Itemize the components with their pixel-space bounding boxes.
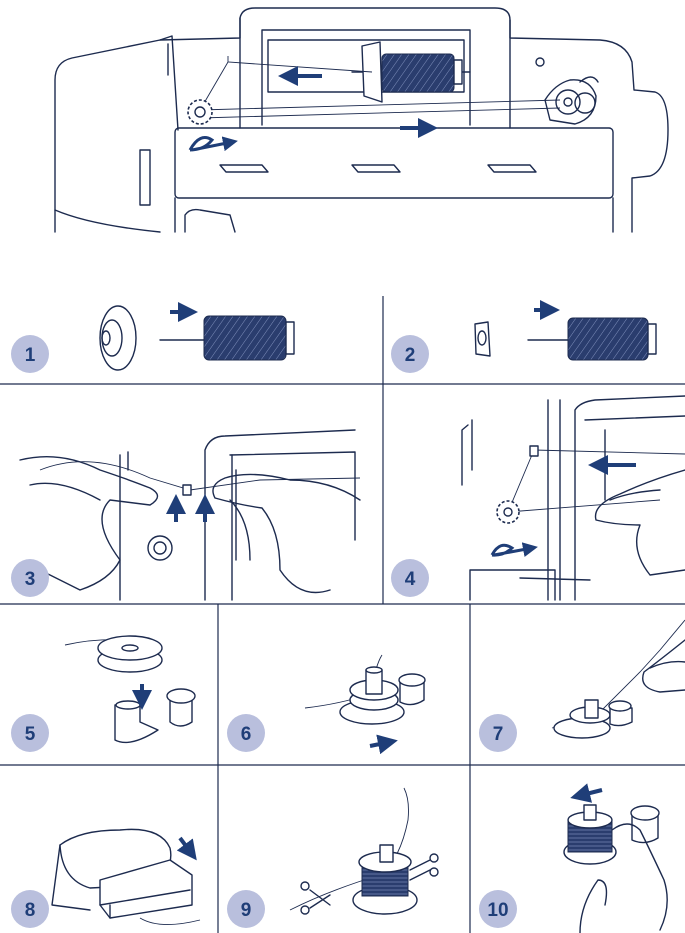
machine-overview-illustration [55, 8, 668, 232]
push-bobbin-left-remove-icon [564, 790, 667, 933]
step-number: 8 [25, 900, 36, 921]
hand-holding-thread-end-icon [552, 620, 685, 738]
step-number: 9 [241, 900, 252, 921]
step-2-panel: 2 [391, 310, 656, 373]
thread-loop-arrow-icon [190, 138, 232, 150]
hands-threading-guide-icon [20, 430, 360, 600]
foot-on-pedal-icon [52, 829, 200, 924]
arrow-right-icon [370, 742, 390, 746]
bobbin-push-right-icon [305, 655, 425, 746]
step-number: 5 [25, 724, 36, 745]
step-6-panel: 6 [227, 655, 425, 752]
step-number: 2 [405, 345, 416, 366]
step-number: 7 [493, 724, 504, 745]
step-1-panel: 1 [11, 306, 294, 373]
step-5-panel: 5 [11, 636, 195, 752]
thread-tension-disc-icon [188, 100, 212, 124]
bobbin-onto-spindle-icon [65, 636, 195, 742]
step-number: 10 [487, 900, 508, 921]
thread-loop-arrow-icon [492, 545, 532, 555]
arrow-left-icon [578, 790, 602, 796]
step-number: 1 [25, 345, 36, 366]
step-3-panel: 3 [11, 430, 360, 600]
spool-with-large-cap-icon [100, 306, 294, 370]
step-10-panel: 10 [479, 790, 667, 933]
step-4-panel: 4 [391, 396, 685, 600]
arrow-down-icon [180, 838, 192, 854]
step-number: 4 [405, 569, 416, 590]
spool-with-small-cap-icon [475, 310, 656, 360]
hands-winding-thread-tension-icon [462, 396, 685, 600]
step-9-panel: 9 [227, 788, 438, 928]
step-8-panel: 8 [11, 829, 200, 928]
step-7-panel: 7 [479, 620, 685, 752]
step-number: 6 [241, 724, 252, 745]
scissors-cut-thread-icon [290, 788, 438, 914]
panel-slot-group [220, 165, 536, 172]
step-number: 3 [25, 569, 36, 590]
